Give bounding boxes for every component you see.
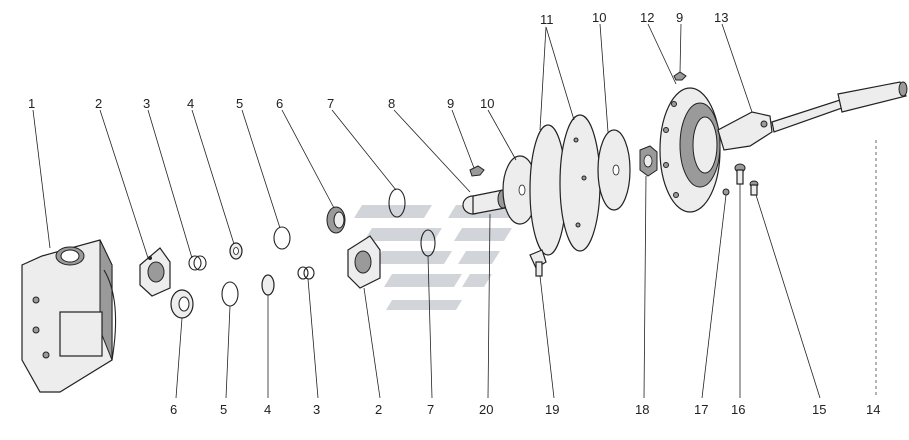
part-5-oring-b (221, 281, 239, 307)
part-1-housing (21, 239, 117, 393)
leader-lines (32, 23, 821, 399)
part-13-lever (717, 99, 843, 151)
part-17-washer (722, 188, 730, 196)
part-9-nut-b (673, 71, 687, 81)
part-7-snap-ring (388, 188, 406, 218)
part-6-seal-b (170, 289, 194, 319)
part-2-flange (139, 247, 171, 297)
callout-12: 12 (640, 10, 654, 25)
callout-10: 10 (480, 96, 494, 111)
callout-13: 13 (714, 10, 728, 25)
callout-18-bottom: 18 (635, 402, 649, 417)
callout-9-b: 9 (676, 10, 683, 25)
part-4-washer (229, 242, 243, 260)
callout-15-bottom: 15 (812, 402, 826, 417)
callout-8: 8 (388, 96, 395, 111)
callout-7: 7 (327, 96, 334, 111)
callout-2-bottom: 2 (375, 402, 382, 417)
part-2-flange-center (347, 235, 381, 289)
callouts-top: 1 2 3 4 5 6 7 8 9 10 11 10 12 9 13 (28, 10, 728, 111)
callout-5: 5 (236, 96, 243, 111)
callout-4: 4 (187, 96, 194, 111)
callout-4-bottom: 4 (264, 402, 271, 417)
part-12-cover (659, 87, 721, 213)
callout-20-bottom: 20 (479, 402, 493, 417)
part-3-spring (188, 255, 207, 271)
callout-6-bottom: 6 (170, 402, 177, 417)
callout-17-bottom: 17 (694, 402, 708, 417)
callout-7-bottom: 7 (427, 402, 434, 417)
callout-5-bottom: 5 (220, 402, 227, 417)
part-19-bolt (529, 249, 547, 277)
callout-1: 1 (28, 96, 35, 111)
callouts-bottom: 6 5 4 3 2 7 20 19 18 17 16 15 14 (170, 402, 880, 417)
callout-9: 9 (447, 96, 454, 111)
part-6-seal (326, 206, 346, 234)
part-14-handle (837, 81, 908, 113)
part-16-screw (734, 163, 746, 185)
callout-19-bottom: 19 (545, 402, 559, 417)
callout-11: 11 (540, 12, 554, 27)
part-4-washer-b (261, 274, 275, 296)
callout-3-bottom: 3 (313, 402, 320, 417)
part-11-disc-b (559, 114, 601, 252)
callout-6: 6 (276, 96, 283, 111)
callout-16-bottom: 16 (731, 402, 745, 417)
callout-2: 2 (95, 96, 102, 111)
part-18-nut (639, 145, 658, 177)
part-9-nut (469, 165, 485, 177)
callout-14-bottom: 14 (866, 402, 880, 417)
part-15-screw (749, 180, 759, 196)
callout-3: 3 (143, 96, 150, 111)
part-5-oring (273, 226, 291, 250)
callout-10-b: 10 (592, 10, 606, 25)
part-3-spring-b (297, 266, 315, 280)
part-10-disc-b (597, 129, 631, 211)
